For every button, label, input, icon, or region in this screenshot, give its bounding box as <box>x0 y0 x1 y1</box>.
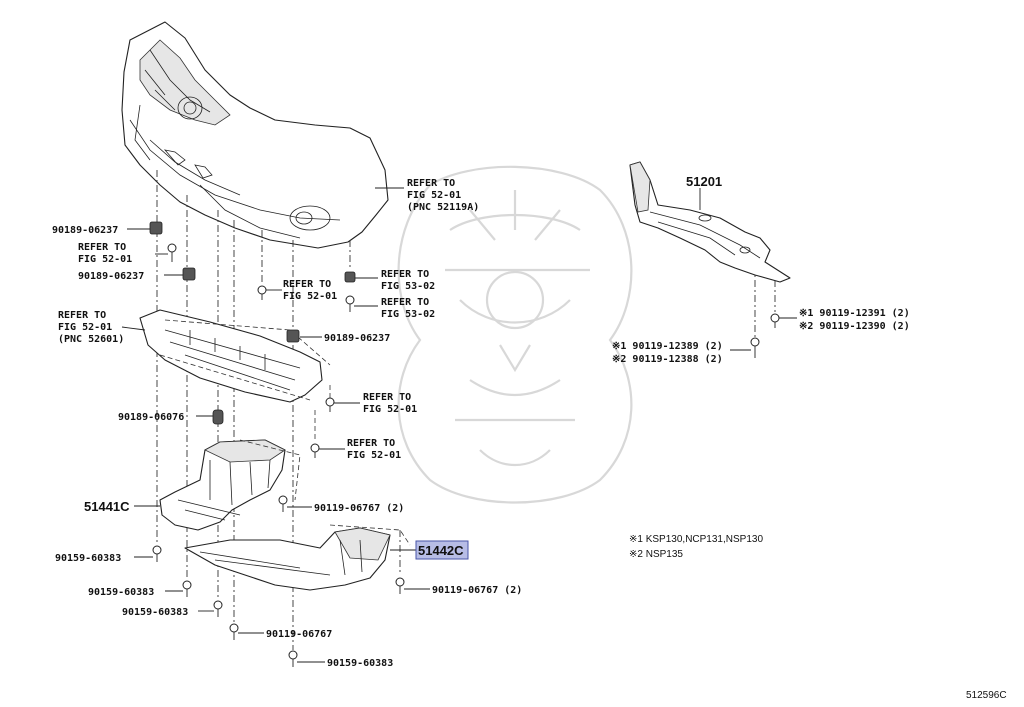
bolt-refer-a <box>167 243 177 262</box>
label-bolt-12390[interactable]: ※2 90119-12390 (2) <box>799 321 910 332</box>
bolt-90159-60383-a <box>152 545 162 562</box>
label-refer-left-b3: (PNC 52601) <box>58 334 124 345</box>
label-refer-left-b2: FIG 52-01 <box>58 322 112 333</box>
bolt-90159-60383-c <box>213 600 223 617</box>
bolt-90119-12389 <box>750 337 760 358</box>
bolt-90119-12391 <box>770 313 780 328</box>
nut-90189-06237-b <box>182 267 196 281</box>
label-refer-left-a1: REFER TO <box>78 242 126 253</box>
bolt-refer-b <box>257 285 267 300</box>
label-bolt-60383-d[interactable]: 90159-60383 <box>327 658 393 669</box>
leader-lines <box>121 187 797 663</box>
label-bolt-12388[interactable]: ※2 90119-12388 (2) <box>612 354 723 365</box>
label-bolt-06767-b[interactable]: 90119-06767 (2) <box>432 585 522 596</box>
bolt-refer-e <box>325 397 335 412</box>
label-nut-center[interactable]: 90189-06237 <box>324 333 390 344</box>
label-bolt-60383-c[interactable]: 90159-60383 <box>122 607 188 618</box>
bolt-90119-06767-c <box>229 623 239 640</box>
label-refer-mid-a1: REFER TO <box>283 279 331 290</box>
figure-id: 512596C <box>966 690 1007 701</box>
label-nut-06076[interactable]: 90189-06076 <box>118 412 184 423</box>
label-refer-left-b1: REFER TO <box>58 310 106 321</box>
label-bolt-12389[interactable]: ※1 90119-12389 (2) <box>612 341 723 352</box>
label-refer-right-b1: REFER TO <box>381 297 429 308</box>
label-part-51201[interactable]: 51201 <box>686 174 722 189</box>
bolt-refer-f <box>310 443 320 458</box>
label-refer-c1: REFER TO <box>363 392 411 403</box>
assembly-lines <box>156 170 776 650</box>
fasteners <box>149 221 780 667</box>
label-bumper-refer-2: FIG 52-01 <box>407 190 461 201</box>
label-bolt-60383-a[interactable]: 90159-60383 <box>55 553 121 564</box>
label-refer-right-a1: REFER TO <box>381 269 429 280</box>
label-bolt-60383-b[interactable]: 90159-60383 <box>88 587 154 598</box>
note-applicability-1: ※1 KSP130,NCP131,NSP130 <box>629 534 763 545</box>
label-bumper-refer-1: REFER TO <box>407 178 455 189</box>
bumper-absorber <box>139 309 331 403</box>
label-refer-right-a2: FIG 53-02 <box>381 281 435 292</box>
label-refer-mid-a2: FIG 52-01 <box>283 291 337 302</box>
note-applicability-2: ※2 NSP135 <box>629 549 683 560</box>
label-refer-right-b2: FIG 53-02 <box>381 309 435 320</box>
label-bolt-06767-c[interactable]: 90119-06767 <box>266 629 332 640</box>
bolt-90159-60383-d <box>288 650 298 667</box>
label-refer-left-a2: FIG 52-01 <box>78 254 132 265</box>
label-part-51442c[interactable]: 51442C <box>418 543 464 558</box>
bolt-90119-06767-b <box>395 577 405 594</box>
label-part-51441c[interactable]: 51441C <box>84 499 130 514</box>
watermark-emblem <box>397 165 633 504</box>
label-refer-d1: REFER TO <box>347 438 395 449</box>
label-bumper-refer-3: (PNC 52119A) <box>407 202 479 213</box>
bolt-90159-60383-b <box>182 580 192 597</box>
under-cover-51441c <box>159 439 301 531</box>
member-brace-51201 <box>629 161 791 283</box>
nut-refer-c <box>344 271 356 283</box>
part-highlight-51442c[interactable] <box>415 540 469 560</box>
labels: REFER TO FIG 52-01 (PNC 52119A) 90189-06… <box>52 174 1007 701</box>
label-nut-left-2[interactable]: 90189-06237 <box>78 271 144 282</box>
label-refer-c2: FIG 52-01 <box>363 404 417 415</box>
label-bolt-12391[interactable]: ※1 90119-12391 (2) <box>799 308 910 319</box>
under-cover-51442c <box>184 524 411 591</box>
front-bumper <box>121 21 389 249</box>
label-bolt-06767-a[interactable]: 90119-06767 (2) <box>314 503 404 514</box>
label-nut-left-1[interactable]: 90189-06237 <box>52 225 118 236</box>
clip-90189-06076 <box>212 409 224 425</box>
label-refer-d2: FIG 52-01 <box>347 450 401 461</box>
nut-90189-06237-c <box>286 329 300 343</box>
nut-90189-06237-a <box>149 221 163 235</box>
bolt-refer-d <box>345 295 355 312</box>
bolt-90119-06767-a <box>278 495 288 512</box>
